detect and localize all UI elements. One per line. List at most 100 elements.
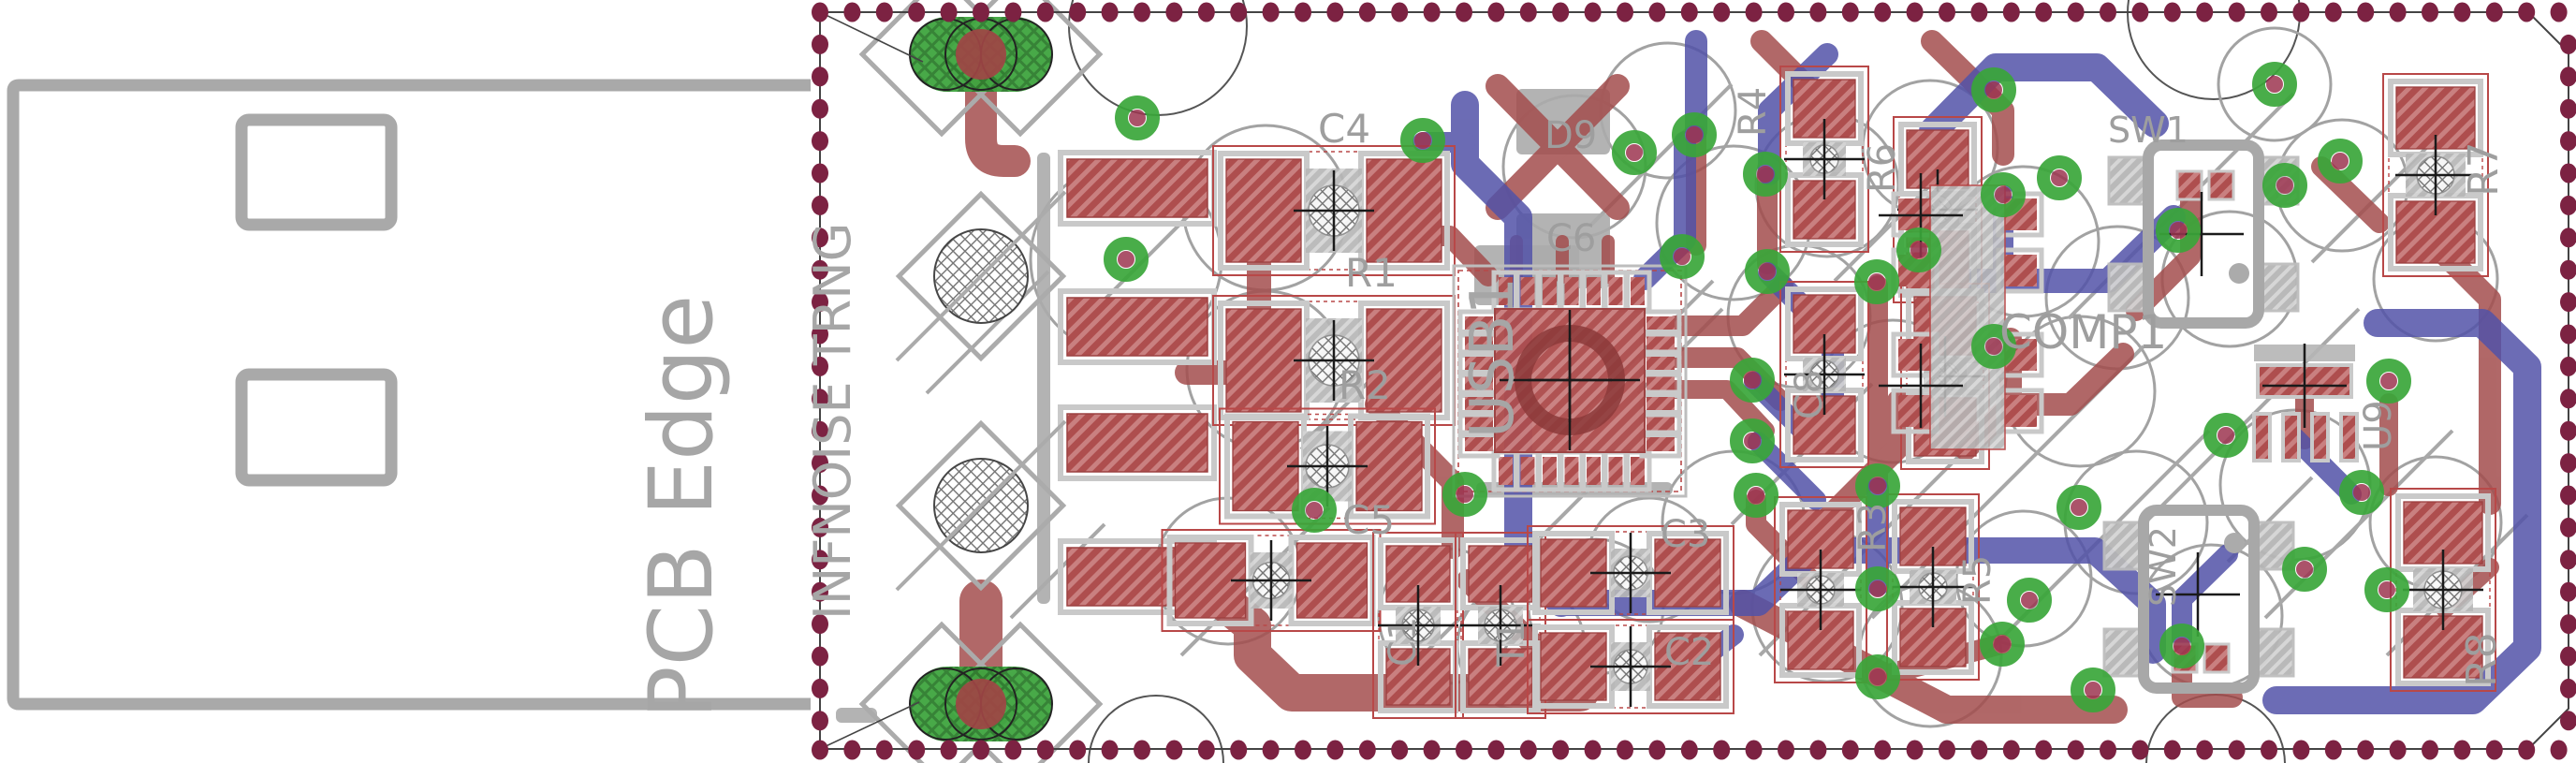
qfp-pin-pad[interactable] bbox=[1631, 457, 1645, 485]
via[interactable] bbox=[1981, 172, 2026, 217]
ref-label-R2[interactable]: R2 bbox=[1339, 362, 1391, 408]
smd-pad[interactable] bbox=[2003, 395, 2037, 427]
qfp-pin-pad[interactable] bbox=[1465, 357, 1493, 371]
qfp-pin-pad[interactable] bbox=[1564, 277, 1579, 305]
passive-component[interactable] bbox=[1161, 529, 1382, 632]
via[interactable] bbox=[1115, 95, 1160, 140]
smd-pad[interactable] bbox=[2252, 412, 2272, 462]
via[interactable] bbox=[1660, 234, 1705, 279]
via[interactable] bbox=[2262, 163, 2307, 208]
qfp-pin-pad[interactable] bbox=[1543, 457, 1557, 485]
via[interactable] bbox=[2056, 485, 2101, 530]
switch-pad[interactable] bbox=[2102, 627, 2145, 678]
passive-component[interactable] bbox=[1779, 281, 1869, 468]
via[interactable] bbox=[2071, 668, 2115, 712]
qfp-pin-pad[interactable] bbox=[1465, 437, 1493, 451]
qfp-pin-pad[interactable] bbox=[1631, 277, 1645, 305]
via[interactable] bbox=[1971, 324, 2016, 369]
qfp-pin-pad[interactable] bbox=[1520, 457, 1535, 485]
trace-top[interactable] bbox=[1486, 74, 1630, 220]
ref-label-PCB-Edge[interactable]: PCB Edge bbox=[631, 295, 733, 719]
smd-pad[interactable] bbox=[1366, 158, 1442, 263]
passive-component[interactable] bbox=[2382, 73, 2489, 277]
via[interactable] bbox=[1745, 249, 1790, 294]
smd-pad[interactable] bbox=[2339, 412, 2359, 462]
trace-top[interactable] bbox=[1665, 275, 1793, 336]
via[interactable] bbox=[1854, 259, 1899, 304]
ref-label-R1[interactable]: R1 bbox=[1345, 250, 1398, 296]
qfp-pin-pad[interactable] bbox=[1647, 376, 1675, 391]
trace-top[interactable] bbox=[2172, 658, 2243, 708]
passive-component[interactable] bbox=[1372, 532, 1464, 719]
qfp-pin-pad[interactable] bbox=[1499, 457, 1513, 485]
qfp-pin-pad[interactable] bbox=[1465, 376, 1493, 391]
ref-label-R6[interactable]: R6 bbox=[1861, 143, 1904, 193]
via[interactable] bbox=[2159, 624, 2204, 668]
smd-pad[interactable] bbox=[2003, 255, 2037, 286]
switch-pad[interactable] bbox=[2107, 155, 2150, 206]
via[interactable] bbox=[2339, 470, 2384, 515]
via[interactable] bbox=[2366, 359, 2411, 404]
ref-label-C2[interactable]: C2 bbox=[1664, 631, 1714, 674]
via[interactable] bbox=[1734, 473, 1778, 518]
passive-component[interactable] bbox=[1527, 619, 1734, 714]
qfp-pin-pad[interactable] bbox=[1465, 417, 1493, 432]
via[interactable] bbox=[1855, 654, 1900, 699]
via[interactable] bbox=[1442, 472, 1487, 517]
via[interactable] bbox=[2318, 139, 2363, 183]
ref-label-R5[interactable]: R5 bbox=[1956, 555, 1999, 605]
qfp-pin-pad[interactable] bbox=[1499, 277, 1513, 305]
via[interactable] bbox=[2282, 547, 2327, 592]
qfp-pin-pad[interactable] bbox=[1587, 277, 1601, 305]
passive-component[interactable] bbox=[2390, 488, 2496, 692]
via[interactable] bbox=[1980, 622, 2025, 667]
via[interactable] bbox=[2203, 413, 2248, 458]
qfp-pin-pad[interactable] bbox=[1465, 316, 1493, 330]
ref-label-R3[interactable]: R3 bbox=[1852, 503, 1895, 552]
ref-label-R8[interactable]: R8 bbox=[2458, 632, 2506, 687]
passive-component[interactable] bbox=[1779, 66, 1869, 253]
passive-component[interactable] bbox=[1886, 493, 1980, 681]
via[interactable] bbox=[2037, 155, 2082, 200]
passive-component[interactable] bbox=[1219, 407, 1436, 525]
qfp-pin-pad[interactable] bbox=[1465, 397, 1493, 411]
ref-label-USB1[interactable]: USB1 bbox=[1458, 277, 1528, 438]
passive-component[interactable] bbox=[1774, 496, 1867, 683]
smd-pad[interactable] bbox=[2175, 169, 2203, 201]
via[interactable] bbox=[1971, 67, 2016, 112]
passive-component[interactable] bbox=[1212, 145, 1456, 276]
qfp-pin-pad[interactable] bbox=[1647, 357, 1675, 371]
via[interactable] bbox=[2007, 578, 2052, 623]
ref-label-COMP1[interactable]: COMP1 bbox=[1999, 305, 2167, 359]
trace-top[interactable] bbox=[1921, 30, 2014, 166]
trace-top[interactable] bbox=[1666, 380, 1775, 440]
smd-pad[interactable] bbox=[1225, 158, 1302, 263]
ref-label-C6[interactable]: C6 bbox=[1546, 217, 1596, 260]
qfp-pin-pad[interactable] bbox=[1587, 457, 1601, 485]
trace-top[interactable] bbox=[2126, 172, 2201, 321]
via[interactable] bbox=[1896, 227, 1941, 272]
smd-pad[interactable] bbox=[2281, 412, 2301, 462]
trace-top[interactable] bbox=[965, 70, 1031, 177]
via[interactable] bbox=[1104, 237, 1149, 282]
smd-pad[interactable] bbox=[1066, 413, 1208, 473]
ref-label-D9[interactable]: D9 bbox=[1544, 114, 1597, 157]
passive-component[interactable] bbox=[1527, 525, 1734, 621]
via[interactable] bbox=[1730, 418, 1775, 463]
smd-pad[interactable] bbox=[1066, 297, 1208, 357]
ref-label-C5[interactable]: C5 bbox=[1342, 497, 1395, 543]
qfp-pin-pad[interactable] bbox=[1647, 437, 1675, 451]
qfp-pin-pad[interactable] bbox=[1608, 457, 1623, 485]
via[interactable] bbox=[2364, 567, 2409, 612]
smd-pad[interactable] bbox=[1066, 158, 1208, 218]
trace-bottom[interactable] bbox=[1919, 53, 2169, 145]
passive-component[interactable] bbox=[1455, 532, 1546, 719]
via[interactable] bbox=[2252, 62, 2297, 107]
smd-pad[interactable] bbox=[2203, 642, 2231, 674]
via[interactable] bbox=[1730, 358, 1775, 403]
qfp-pin-pad[interactable] bbox=[1647, 417, 1675, 432]
switch-pad[interactable] bbox=[2107, 262, 2150, 313]
trace-bottom[interactable] bbox=[2262, 309, 2541, 714]
ref-label-C4[interactable]: C4 bbox=[1318, 106, 1370, 152]
via[interactable] bbox=[1855, 566, 1900, 611]
